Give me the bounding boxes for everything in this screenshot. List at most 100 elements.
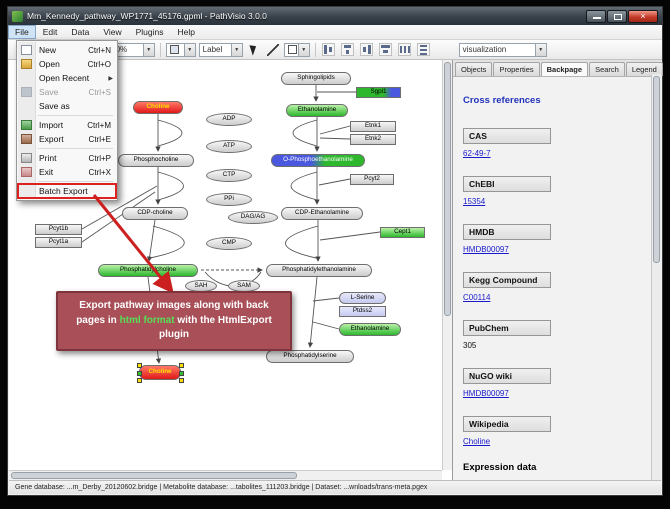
menu-plugins[interactable]: Plugins [135, 27, 164, 37]
menu-help[interactable]: Help [177, 27, 195, 37]
pathway-node-cept1[interactable]: Cept1 [380, 227, 425, 238]
pathway-node-cdp-choline[interactable]: CDP-choline [122, 207, 188, 220]
canvas-vertical-scrollbar[interactable] [442, 60, 452, 470]
xref-database-name: Wikipedia [463, 416, 551, 432]
pathway-node-ethanolamine[interactable]: Ethanolamine [339, 323, 401, 336]
menu-data[interactable]: Data [71, 27, 90, 37]
file-menu-item-save-as[interactable]: Save as [18, 99, 116, 113]
panel-scrollbar[interactable] [651, 74, 661, 480]
distribute-horizontal-button[interactable] [397, 42, 413, 58]
datanode-dropdown-arrow-icon[interactable]: ▼ [183, 43, 195, 56]
tab-legend[interactable]: Legend [625, 62, 663, 76]
selection-handle[interactable] [179, 378, 184, 383]
selection-handle[interactable] [137, 371, 142, 376]
pathway-node-sgpl1[interactable]: Sgpl1 [356, 87, 401, 98]
pathway-node-adp[interactable]: ADP [206, 113, 252, 126]
label-tool-combobox[interactable]: Label ▼ [198, 42, 243, 57]
label-dropdown-arrow-icon[interactable]: ▼ [230, 43, 242, 56]
minimize-button[interactable] [586, 9, 606, 23]
file-menu-item-save[interactable]: Save Ctrl+S [18, 85, 116, 99]
close-button[interactable]: × [628, 9, 658, 23]
scrollbar-thumb[interactable] [11, 472, 297, 479]
pathway-node-ppi[interactable]: PPi [206, 193, 252, 206]
pathway-node-choline[interactable]: Choline [137, 363, 184, 383]
pathway-node-atp[interactable]: ATP [206, 140, 252, 153]
pathway-node-choline[interactable]: Choline [133, 101, 183, 114]
export-icon [21, 134, 32, 144]
xref-link[interactable]: 15354 [463, 197, 486, 206]
xref-link[interactable]: HMDB00097 [463, 245, 509, 254]
file-menu-item-label: Save as [39, 101, 70, 111]
pathway-node-pcyt1a[interactable]: Pcyt1a [35, 237, 82, 248]
app-window: Mm_Kennedy_pathway_WP1771_45176.gpml - P… [7, 6, 663, 496]
xref-link[interactable]: 62-49-7 [463, 149, 491, 158]
shapes-dropdown-arrow-icon[interactable]: ▼ [297, 43, 309, 56]
pathway-node-ethanolamine[interactable]: Ethanolamine [286, 104, 348, 117]
tab-backpage[interactable]: Backpage [540, 62, 589, 76]
distribute-vertical-button[interactable] [416, 42, 432, 58]
selection-tool-button[interactable] [246, 42, 262, 58]
pathway-node-pcyt1b[interactable]: Pcyt1b [35, 224, 82, 235]
tab-properties[interactable]: Properties [493, 62, 540, 76]
shapes-combobox[interactable]: ▼ [283, 42, 310, 57]
xref-value: 305 [463, 341, 477, 350]
xref-database-name: CAS [463, 128, 551, 144]
align-center-button[interactable] [340, 42, 356, 58]
menu-separator [38, 181, 113, 182]
file-menu-item-batch-export[interactable]: Batch Export [17, 183, 117, 199]
pathway-node-phosphatidylserine[interactable]: Phosphatidylserine [266, 350, 354, 363]
pathway-node-cmp[interactable]: CMP [206, 237, 252, 250]
canvas-horizontal-scrollbar[interactable] [9, 470, 442, 480]
pathway-node-sphingolipids[interactable]: Sphingolipids [281, 72, 351, 85]
pathway-node-pcyt2[interactable]: Pcyt2 [350, 174, 394, 185]
shape-icon [287, 45, 297, 54]
pathway-node-l-serine[interactable]: L-Serine [339, 292, 386, 304]
xref-link[interactable]: Choline [463, 437, 491, 446]
pathway-node-ctp[interactable]: CTP [206, 169, 252, 182]
pathway-node-dag-ag[interactable]: DAG/AG [228, 211, 278, 224]
selection-handle[interactable] [137, 378, 142, 383]
selection-handle[interactable] [179, 371, 184, 376]
file-menu-item-label: Save [39, 87, 59, 97]
file-menu-item-label: New [39, 45, 57, 55]
xref-link[interactable]: HMDB00097 [463, 389, 509, 398]
pathway-node-ptdss2[interactable]: Ptdss2 [339, 306, 386, 317]
pathway-node-etnk2[interactable]: Etnk2 [350, 134, 396, 145]
datanode-type-combobox[interactable]: ▼ [165, 42, 196, 57]
pathway-node-phosphocholine[interactable]: Phosphocholine [118, 154, 194, 167]
pathway-node-o-phosphoethanolamine[interactable]: O-Phosphoethanolamine [271, 154, 365, 167]
align-top-button[interactable] [378, 42, 394, 58]
maximize-icon [614, 13, 622, 20]
menu-view[interactable]: View [103, 27, 122, 37]
pathway-node-etnk1[interactable]: Etnk1 [350, 121, 396, 132]
align-right-button[interactable] [359, 42, 375, 58]
pathway-node-cdp-ethanolamine[interactable]: CDP-Ethanolamine [281, 207, 363, 220]
scrollbar-thumb[interactable] [444, 62, 451, 317]
line-tool-button[interactable] [265, 42, 281, 58]
file-menu-item-shortcut: Ctrl+S [88, 87, 111, 97]
menu-file[interactable]: File [8, 25, 36, 39]
pathway-node-phosphatidylethanolamine[interactable]: Phosphatidylethanolamine [266, 264, 372, 277]
tab-search[interactable]: Search [589, 62, 625, 76]
file-menu-item-open-recent[interactable]: Open Recent▶ [18, 71, 116, 85]
align-left-button[interactable] [321, 42, 337, 58]
zoom-dropdown-arrow-icon[interactable]: ▼ [142, 43, 154, 56]
visualization-dropdown-arrow-icon[interactable]: ▼ [534, 43, 546, 56]
scrollbar-thumb[interactable] [653, 76, 660, 263]
selection-handle[interactable] [137, 363, 142, 368]
selection-handle[interactable] [179, 363, 184, 368]
xref-link[interactable]: C00114 [463, 293, 491, 302]
file-menu-item-label: Import [39, 120, 64, 130]
align-right-icon [360, 43, 374, 56]
tab-objects[interactable]: Objects [455, 62, 493, 76]
maximize-button[interactable] [607, 9, 627, 23]
visualization-combobox[interactable]: visualization ▼ [458, 42, 547, 57]
menu-edit[interactable]: Edit [42, 27, 58, 37]
